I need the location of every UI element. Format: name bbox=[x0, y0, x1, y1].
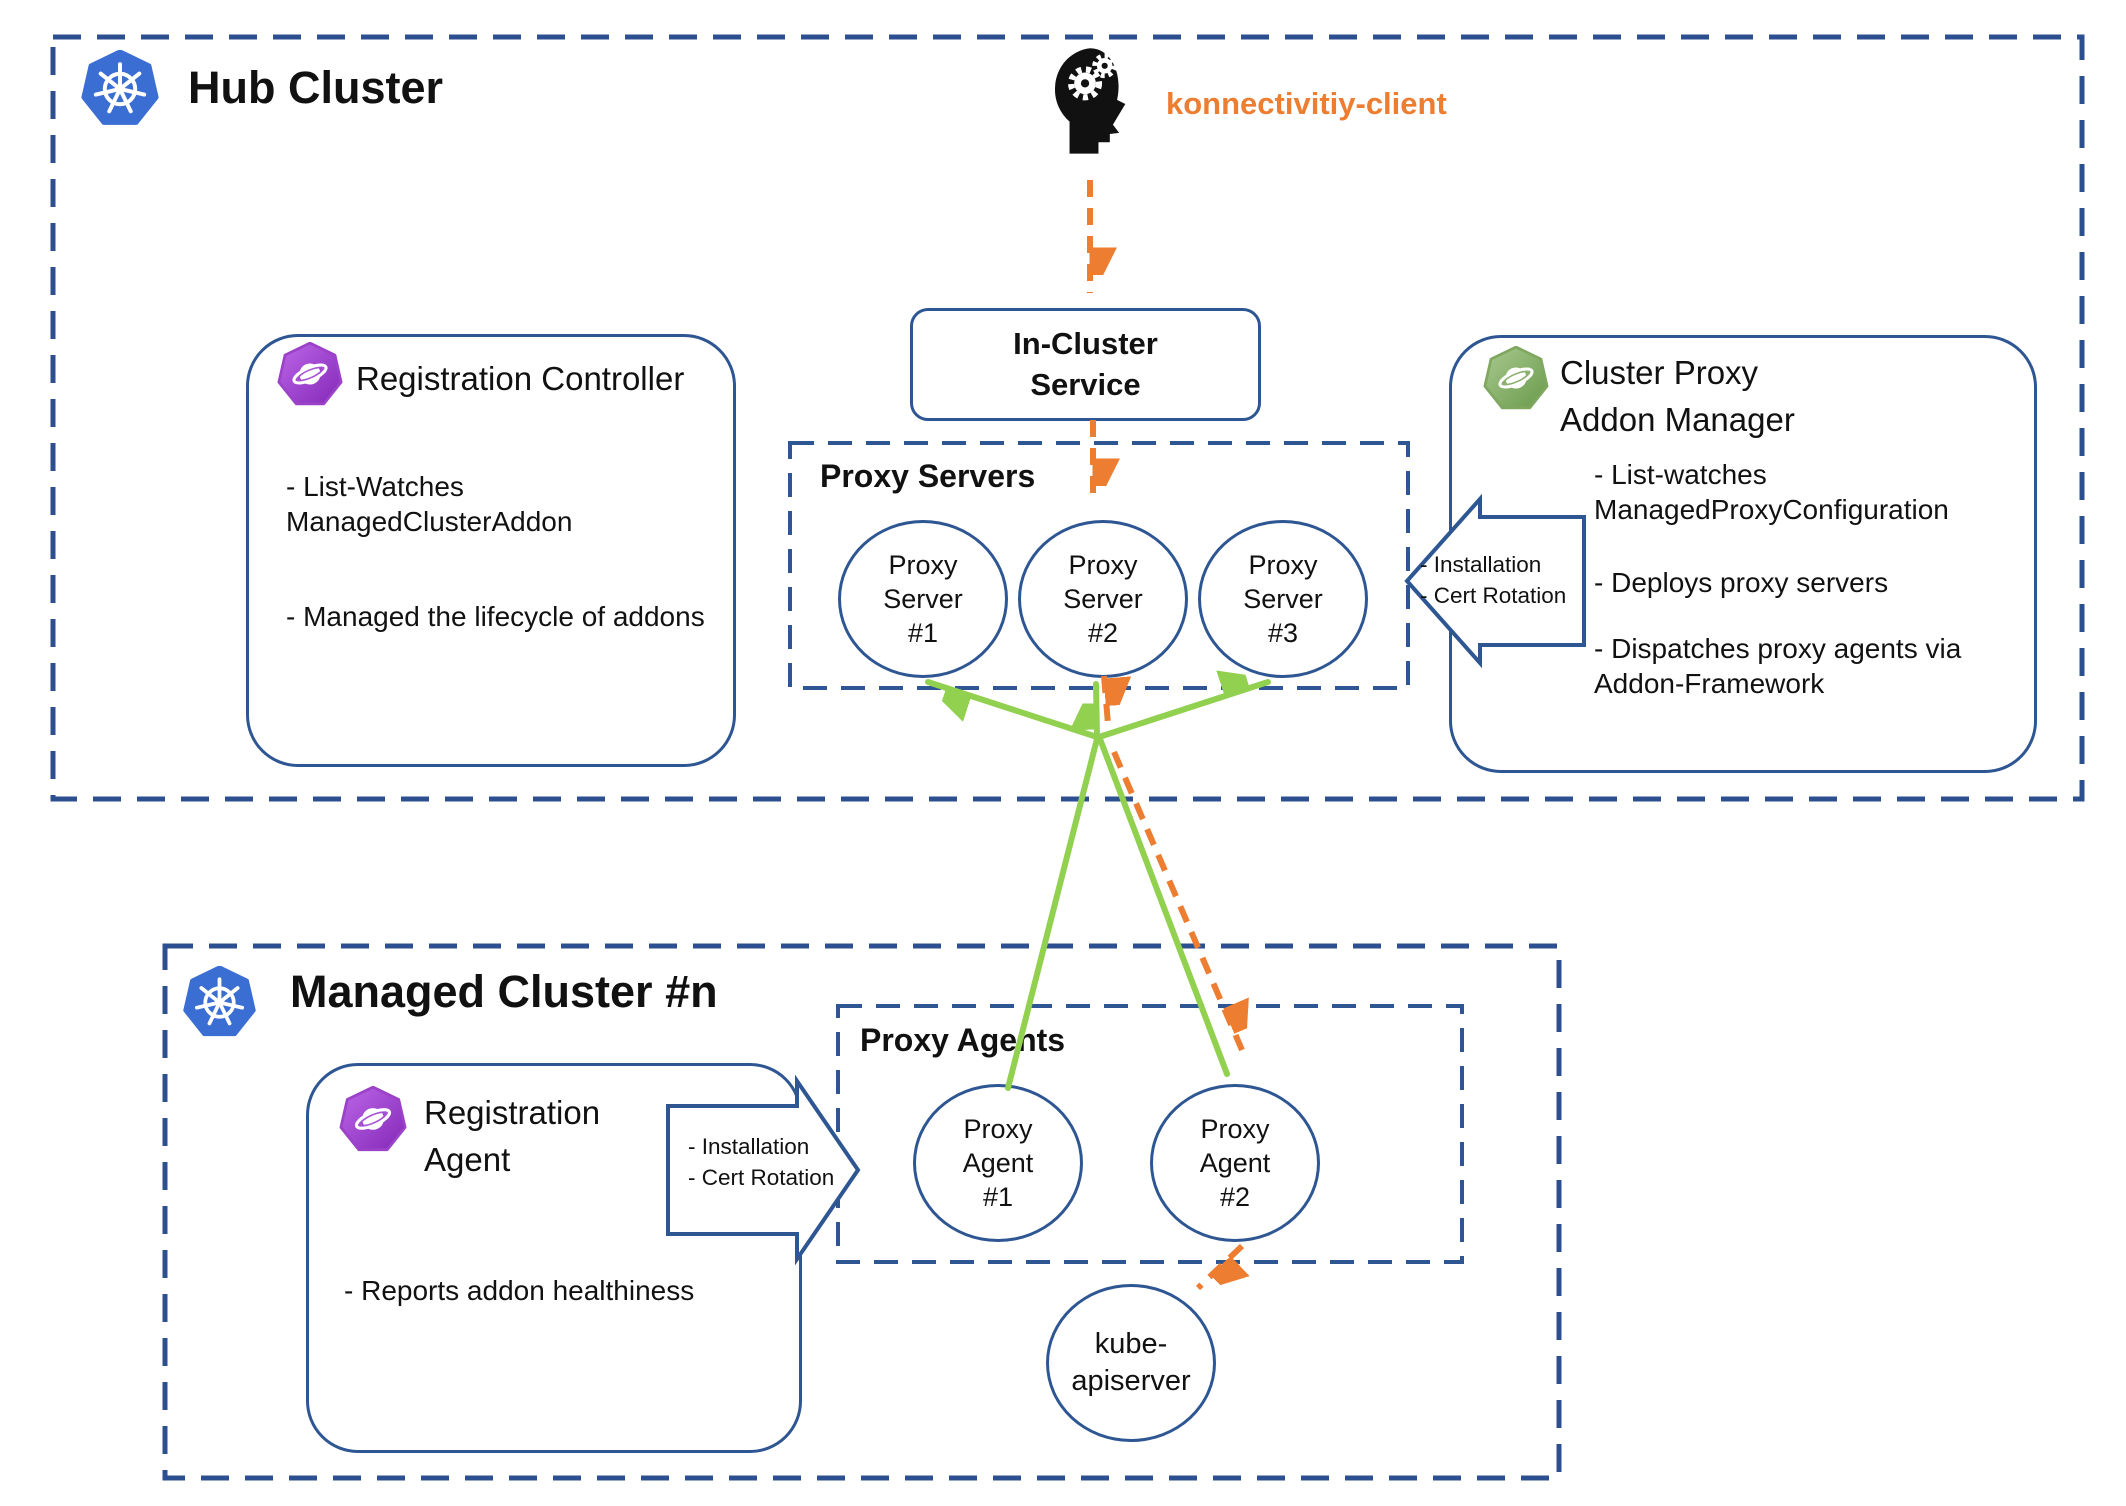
proxy-server-2-node: Proxy Server #2 bbox=[1018, 520, 1188, 678]
node-line: kube- bbox=[1094, 1328, 1168, 1361]
node-line: Proxy bbox=[1068, 549, 1138, 580]
addon-manager-bullet: - List-watches ManagedProxyConfiguration bbox=[1594, 459, 1949, 525]
managed-callout-text: - Installation - Cert Rotation bbox=[688, 1131, 834, 1193]
kubernetes-icon bbox=[182, 966, 257, 1039]
node-line: Server bbox=[1063, 583, 1143, 614]
node-line: #2 bbox=[1219, 1182, 1251, 1212]
registration-controller-bullet: - Managed the lifecycle of addons bbox=[286, 601, 705, 632]
proxy-servers-label: Proxy Servers bbox=[820, 458, 1036, 494]
registration-agent-title: Registration Agent bbox=[424, 1090, 600, 1184]
registration-controller-title: Registration Controller bbox=[356, 360, 685, 397]
green-arrow-to-server2 bbox=[1096, 681, 1100, 740]
green-arrow-to-server3 bbox=[1096, 682, 1271, 740]
hub-callout-text: - Installation - Cert Rotation bbox=[1420, 549, 1566, 611]
proxy-server-1-node: Proxy Server #1 bbox=[838, 520, 1008, 678]
registration-agent-title-line: Registration bbox=[424, 1094, 601, 1131]
callout-line: - Cert Rotation bbox=[688, 1165, 835, 1191]
callout-line: - Installation bbox=[1420, 552, 1542, 577]
ocm-purple-icon bbox=[276, 342, 344, 408]
kube-apiserver-node: kube- apiserver bbox=[1046, 1284, 1216, 1442]
node-line: #2 bbox=[1087, 618, 1119, 648]
green-link-agent2-to-junction bbox=[1097, 736, 1230, 1077]
proxy-agent-1-node: Proxy Agent #1 bbox=[913, 1084, 1083, 1242]
konnectivity-client-label: konnectivitiy-client bbox=[1166, 86, 1447, 121]
orange-arrow-agent2-to-apiserver bbox=[1195, 1243, 1242, 1288]
registration-controller-panel bbox=[246, 334, 736, 767]
proxy-agents-label: Proxy Agents bbox=[860, 1022, 1066, 1058]
managed-cluster-title: Managed Cluster #n bbox=[290, 966, 718, 1017]
addon-manager-panel bbox=[1449, 335, 2037, 773]
registration-controller-bullet: - List-Watches ManagedClusterAddon bbox=[286, 471, 573, 537]
node-line: Server bbox=[883, 583, 963, 614]
proxy-server-3-node: Proxy Server #3 bbox=[1198, 520, 1368, 678]
in-cluster-service-box: In-Cluster Service bbox=[910, 308, 1261, 421]
addon-manager-title-line: Cluster Proxy bbox=[1560, 354, 1759, 391]
hub-cluster-title: Hub Cluster bbox=[188, 62, 444, 113]
in-cluster-service-line: In-Cluster bbox=[1013, 325, 1158, 361]
node-line: Proxy bbox=[963, 1113, 1033, 1144]
thinking-head-gears-icon bbox=[1052, 46, 1147, 162]
node-line: Agent bbox=[962, 1147, 1034, 1178]
green-arrow-to-server1 bbox=[925, 679, 1100, 740]
orange-arrow-server2-down bbox=[1101, 675, 1108, 725]
node-line: #1 bbox=[907, 618, 939, 648]
registration-agent-title-line: Agent bbox=[424, 1140, 511, 1178]
kubernetes-icon bbox=[80, 50, 160, 128]
node-line: Proxy bbox=[888, 549, 958, 580]
node-line: #3 bbox=[1267, 618, 1299, 648]
node-line: Proxy bbox=[1248, 549, 1318, 580]
node-line: Proxy bbox=[1200, 1113, 1270, 1144]
addon-manager-title: Cluster Proxy Addon Manager bbox=[1560, 350, 1795, 444]
node-line: Server bbox=[1243, 583, 1323, 614]
node-line: apiserver bbox=[1071, 1365, 1191, 1397]
callout-line: - Cert Rotation bbox=[1420, 583, 1567, 609]
ocm-green-icon bbox=[1482, 346, 1550, 412]
registration-agent-bullet: - Reports addon healthiness bbox=[344, 1275, 695, 1306]
callout-line: - Installation bbox=[688, 1134, 810, 1159]
addon-manager-bullet: - Dispatches proxy agents via Addon-Fram… bbox=[1594, 633, 1962, 699]
addon-manager-title-line: Addon Manager bbox=[1560, 400, 1795, 438]
addon-manager-bullet: - Deploys proxy servers bbox=[1594, 567, 1889, 598]
node-line: Agent bbox=[1199, 1147, 1271, 1178]
in-cluster-service-line: Service bbox=[1030, 366, 1141, 402]
ocm-purple-icon bbox=[338, 1086, 408, 1154]
proxy-agent-2-node: Proxy Agent #2 bbox=[1150, 1084, 1320, 1242]
node-line: #1 bbox=[982, 1182, 1014, 1212]
orange-arrow-to-agent2 bbox=[1111, 750, 1242, 1052]
